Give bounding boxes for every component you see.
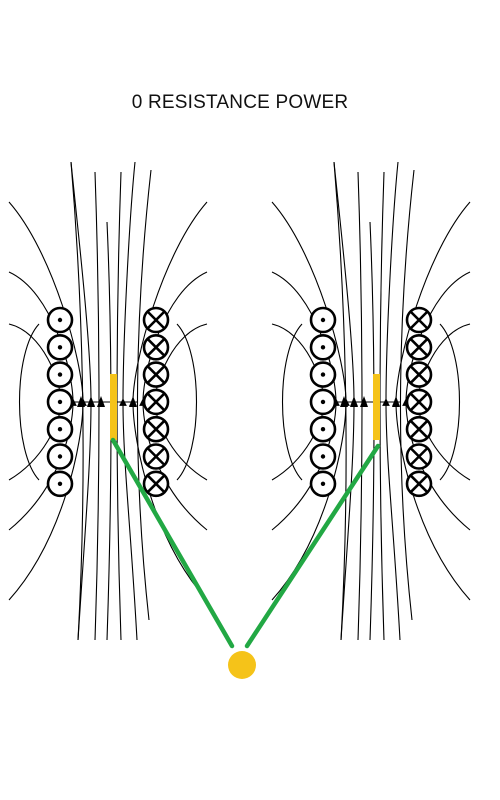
field-line (116, 171, 122, 641)
field-line (136, 169, 152, 621)
right-wire (244, 443, 381, 649)
field-line (379, 171, 385, 641)
coil-cross (410, 474, 428, 493)
coil-dot (57, 317, 63, 323)
coil-cross (147, 365, 165, 384)
coil-dot (320, 345, 326, 350)
left-assembly (8, 161, 208, 641)
coil-cross (147, 311, 165, 329)
coil-cross (410, 392, 428, 411)
right-coils-out (309, 306, 337, 498)
left-axis-arrows (69, 396, 137, 407)
coil-dot (57, 399, 63, 405)
coil-cross (147, 474, 165, 493)
coil-cross (147, 338, 165, 357)
field-line (119, 161, 138, 641)
coil-dot (57, 481, 63, 486)
coil-cross (147, 420, 165, 439)
field-line (176, 323, 198, 481)
coil-cross (147, 392, 165, 411)
coil-cross (147, 447, 165, 466)
coil-dot (320, 372, 326, 377)
field-line (439, 323, 461, 481)
left-field-lines (8, 161, 208, 641)
diagram-title: 0 RESISTANCE POWER (131, 92, 349, 113)
junction-node (228, 651, 256, 679)
right-field-lines (271, 161, 471, 641)
coil-dot (320, 427, 326, 432)
field-line (399, 169, 415, 621)
coil-dot (320, 481, 326, 486)
coil-cross (410, 311, 428, 329)
field-line (382, 161, 401, 641)
coil-cross (410, 447, 428, 466)
coil-dot (320, 454, 326, 459)
left-coils-out (46, 306, 74, 498)
coil-cross (410, 338, 428, 357)
coil-cross (410, 420, 428, 439)
left-conductor-bar (110, 374, 117, 440)
coil-dot (57, 372, 63, 377)
coil-dot (57, 454, 63, 459)
coil-dot (320, 399, 326, 405)
field-line (281, 323, 303, 481)
coil-dot (57, 345, 63, 350)
right-conductor-bar (373, 374, 380, 440)
field-line (18, 323, 40, 481)
left-coils-in (142, 306, 170, 498)
right-coils-in (405, 306, 433, 498)
left-wire (110, 437, 235, 649)
right-axis-arrows (332, 396, 400, 407)
coil-dot (57, 427, 63, 432)
right-assembly (271, 161, 471, 641)
coil-dot (320, 317, 326, 323)
coil-cross (410, 365, 428, 384)
